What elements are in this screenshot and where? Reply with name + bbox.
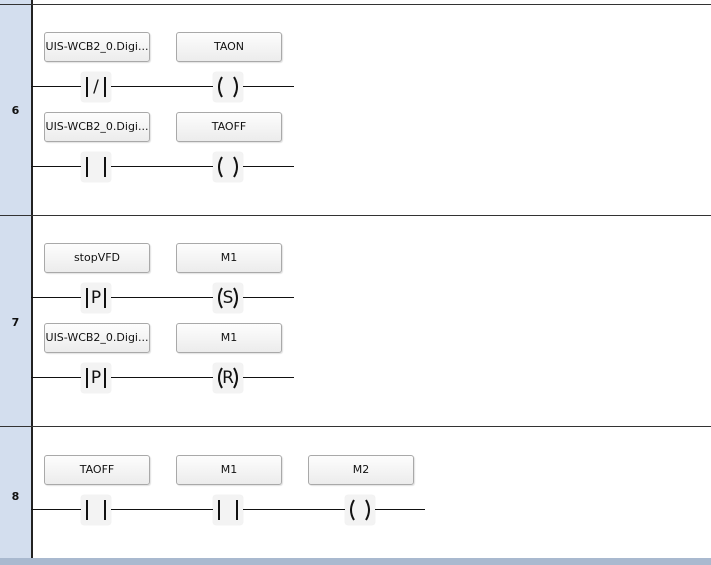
edge-contact-icon xyxy=(86,368,106,388)
contact-symbol: / xyxy=(93,77,99,97)
coil-operand-label[interactable]: TAON xyxy=(176,32,282,62)
normally-open-contact[interactable] xyxy=(81,495,111,525)
rung-wire xyxy=(31,377,294,378)
bottom-border xyxy=(0,558,711,565)
coil-symbol: S xyxy=(222,288,234,308)
output-coil[interactable] xyxy=(213,72,243,102)
normally-open-contact[interactable] xyxy=(213,495,243,525)
coil-icon xyxy=(218,76,238,98)
contact-operand-label[interactable]: stopVFD xyxy=(44,243,150,273)
coil-icon xyxy=(218,287,238,309)
coil-icon xyxy=(218,367,238,389)
coil-operand-label[interactable]: M1 xyxy=(176,323,282,353)
rung-number[interactable]: 7 xyxy=(11,316,20,329)
contact-symbol: P xyxy=(90,288,102,308)
contact-icon xyxy=(86,157,106,177)
negated-contact-icon xyxy=(86,77,106,97)
contact-operand-label[interactable]: UIS-WCB2_0.Digi... xyxy=(44,32,150,62)
contact-icon xyxy=(218,500,238,520)
contact-operand-label[interactable]: UIS-WCB2_0.Digi... xyxy=(44,323,150,353)
output-coil[interactable] xyxy=(213,152,243,182)
output-coil[interactable] xyxy=(345,495,375,525)
negated-contact[interactable]: / xyxy=(81,72,111,102)
normally-open-contact[interactable] xyxy=(81,152,111,182)
contact-operand-label[interactable]: UIS-WCB2_0.Digi... xyxy=(44,112,150,142)
coil-operand-label[interactable]: M1 xyxy=(176,243,282,273)
contact-icon xyxy=(86,500,106,520)
contact-operand-label[interactable]: TAOFF xyxy=(44,455,150,485)
rung-number[interactable]: 6 xyxy=(11,104,20,117)
set-coil[interactable]: S xyxy=(213,283,243,313)
rung-number-gutter xyxy=(0,0,33,565)
coil-icon xyxy=(350,499,370,521)
positive-edge-contact[interactable]: P xyxy=(81,283,111,313)
rung-separator xyxy=(0,426,711,427)
rung-separator xyxy=(0,4,711,5)
coil-icon xyxy=(218,156,238,178)
rung-wire xyxy=(31,297,294,298)
edge-contact-icon xyxy=(86,288,106,308)
rung-separator xyxy=(0,215,711,216)
reset-coil[interactable]: R xyxy=(213,363,243,393)
rung-wire xyxy=(31,86,294,87)
rung-number[interactable]: 8 xyxy=(11,490,20,503)
coil-operand-label[interactable]: TAOFF xyxy=(176,112,282,142)
contact-operand-label[interactable]: M1 xyxy=(176,455,282,485)
coil-operand-label[interactable]: M2 xyxy=(308,455,414,485)
coil-symbol: R xyxy=(222,368,234,388)
rung-wire xyxy=(31,166,294,167)
contact-symbol: P xyxy=(90,368,102,388)
positive-edge-contact[interactable]: P xyxy=(81,363,111,393)
